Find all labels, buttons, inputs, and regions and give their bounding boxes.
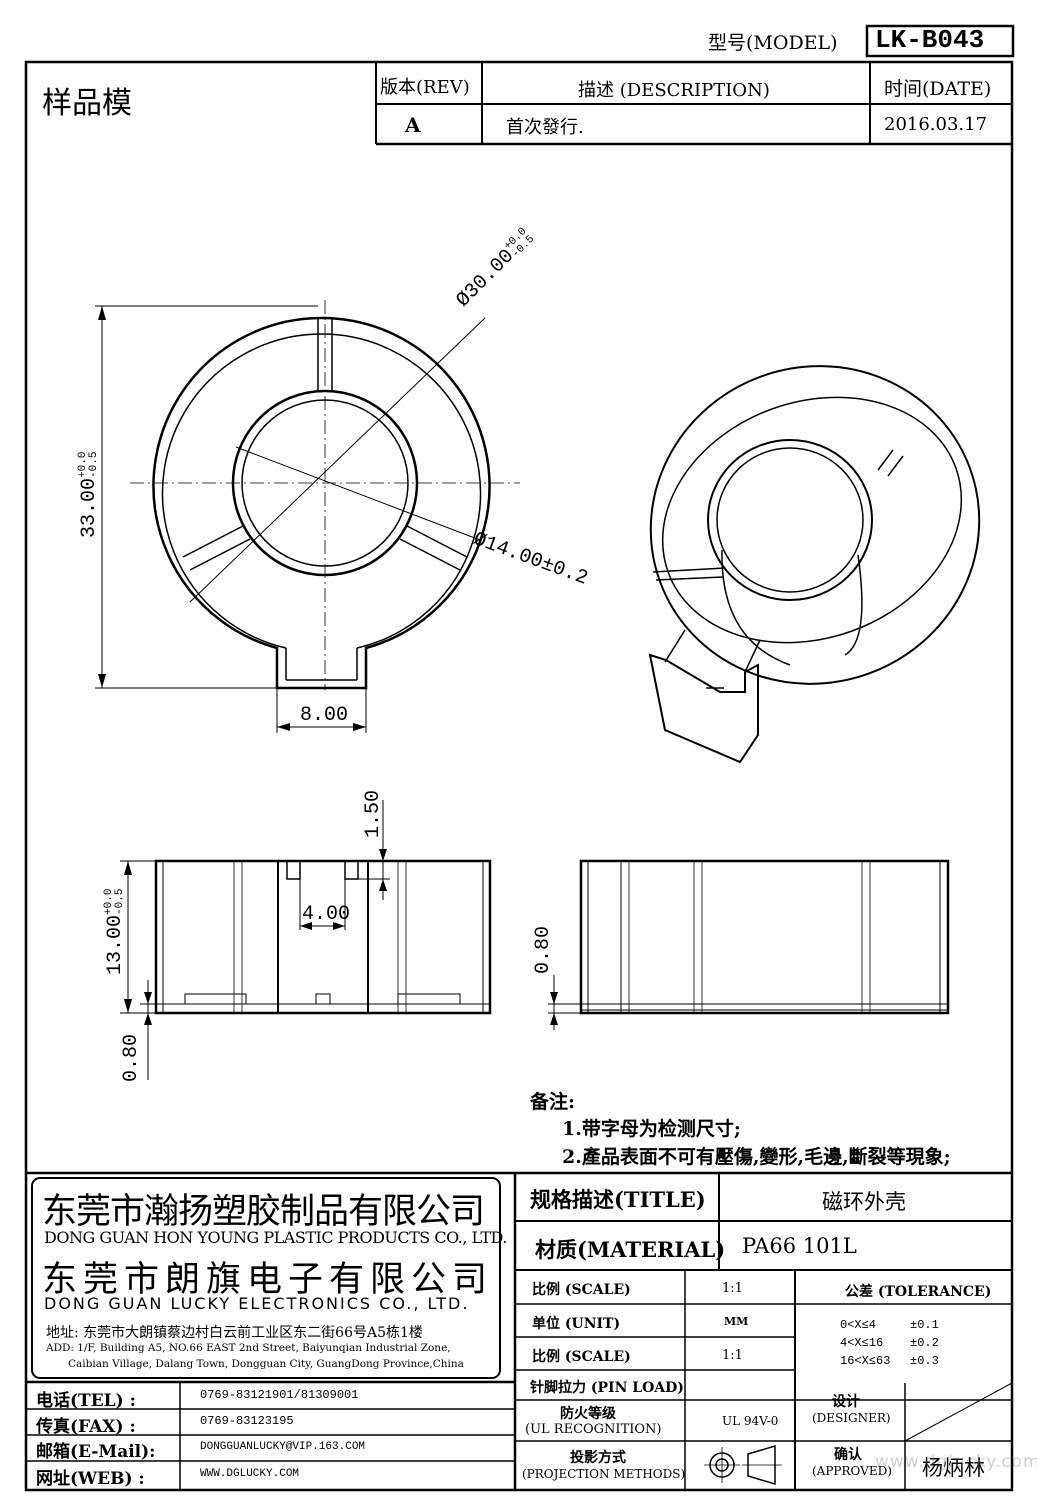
spec-designer-label-1: 设计	[832, 1394, 860, 1410]
spec-unit-label: 单位 (UNIT)	[532, 1316, 621, 1332]
company-address-en-2: Caibian Village, Dalang Town, Dongguan C…	[68, 1358, 464, 1370]
tolerance-range-2: 4<X≤16	[840, 1336, 884, 1350]
desc-label: 描述 (DESCRIPTION)	[578, 80, 770, 101]
spec-scale-value-2: 1:1	[722, 1348, 743, 1363]
spec-ul-value: UL 94V-0	[722, 1414, 779, 1428]
model-label: 型号(MODEL)	[708, 32, 838, 54]
notes-title: 备注:	[530, 1091, 576, 1113]
date-value: 2016.03.17	[884, 114, 988, 135]
fax-label: 传真(FAX) :	[36, 1417, 136, 1437]
spec-designer-label-2: (DESIGNER)	[812, 1411, 891, 1425]
dim-tab-width: 8.00	[300, 704, 349, 727]
spec-unit-value: MM	[724, 1315, 749, 1328]
spec-pin-load-label: 针脚拉力 (PIN LOAD)	[530, 1380, 684, 1396]
tel-value: 0769-83121901/81309001	[200, 1388, 359, 1402]
dim-slot-depth: 1.50	[362, 789, 385, 838]
dim-height-total: 33.00+0.0-0.5	[77, 451, 101, 538]
fax-value: 0769-83123195	[200, 1414, 294, 1428]
company-name-en-2: DONG GUAN LUCKY ELECTRONICS CO., LTD.	[44, 1294, 470, 1313]
spec-title-value: 磁环外壳	[822, 1190, 906, 1214]
dim-base-thickness-left: 0.80	[120, 1033, 143, 1082]
tolerance-range-1: 0<X≤4	[840, 1318, 877, 1332]
model-value: LK-B043	[875, 25, 985, 55]
spec-scale-label-1: 比例 (SCALE)	[532, 1282, 631, 1298]
company-name-en-1: DONG GUAN HON YOUNG PLASTIC PRODUCTS CO.…	[44, 1228, 507, 1247]
spec-scale-value-1: 1:1	[722, 1281, 743, 1296]
web-value: WWW.DGLUCKY.COM	[200, 1468, 300, 1480]
revision-table	[375, 62, 1012, 146]
tolerance-value-2: ±0.2	[910, 1336, 939, 1350]
front-view	[120, 800, 492, 1080]
dim-slot-width: 4.00	[302, 903, 351, 926]
spec-approved-label-1: 确认	[834, 1447, 862, 1463]
web-label: 网址(WEB) :	[36, 1469, 145, 1489]
rev-value: A	[405, 113, 421, 137]
side-view	[548, 859, 950, 1030]
watermark: www.dglucky.com	[875, 1452, 1037, 1472]
desc-value: 首次發行.	[506, 117, 584, 138]
tolerance-value-1: ±0.1	[910, 1318, 939, 1332]
top-view	[95, 300, 520, 733]
spec-approved-label-2: (APPROVED)	[812, 1464, 892, 1478]
sheet-border	[24, 60, 1014, 1492]
spec-material-label: 材质(MATERIAL)	[535, 1237, 726, 1262]
tel-label: 电话(TEL) :	[36, 1391, 136, 1411]
spec-tolerance-label: 公差 (TOLERANCE)	[845, 1284, 992, 1300]
company-name-cn-1: 东莞市瀚扬塑胶制品有限公司	[42, 1192, 485, 1232]
rev-label: 版本(REV)	[380, 77, 470, 98]
dim-body-height: 13.00+0.0-0.5	[103, 888, 127, 975]
tolerance-value-3: ±0.3	[910, 1354, 939, 1368]
spec-title-label: 规格描述(TITLE)	[530, 1187, 706, 1212]
company-name-cn-2: 东莞市朗旗电子有限公司	[42, 1260, 494, 1300]
spec-ul-label-1: 防火等级	[560, 1406, 616, 1422]
spec-material-value: PA66 101L	[742, 1234, 857, 1258]
note-2: 2.產品表面不可有壓傷,變形,毛邊,斷裂等現象;	[562, 1146, 951, 1168]
spec-ul-label-2: (UL RECOGNITION)	[525, 1422, 662, 1437]
mail-label: 邮箱(E-Mail):	[36, 1442, 156, 1462]
mail-value: DONGGUANLUCKY@VIP.163.COM	[200, 1441, 366, 1453]
iso-view	[648, 365, 981, 764]
sample-label: 样品模	[42, 86, 132, 121]
title-block	[26, 1171, 1013, 1490]
company-address-en-1: ADD: 1/F, Building A5, NO.66 EAST 2nd St…	[46, 1342, 451, 1354]
company-address-cn: 地址: 东莞市大朗镇蔡边村白云前工业区东二街66号A5栋1楼	[46, 1325, 423, 1341]
spec-scale-label-2: 比例 (SCALE)	[532, 1349, 631, 1365]
model-box	[865, 24, 1015, 58]
spec-projection-label: 投影方式	[570, 1450, 626, 1466]
tolerance-range-3: 16<X≤63	[840, 1354, 891, 1368]
spec-projection-label-2: (PROJECTION METHODS)	[522, 1467, 686, 1481]
note-1: 1.带字母为检测尺寸;	[562, 1118, 741, 1140]
projection-symbol-icon	[704, 1444, 782, 1486]
date-label: 时间(DATE)	[884, 78, 992, 100]
dim-base-thickness-right: 0.80	[532, 925, 555, 974]
spec-approved-value: 杨炳林	[922, 1456, 985, 1480]
